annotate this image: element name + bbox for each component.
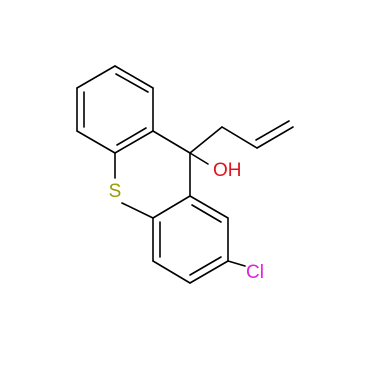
bond (76, 65, 116, 89)
bond (227, 260, 246, 267)
bond (152, 130, 191, 154)
bond (189, 126, 223, 154)
bond (189, 260, 229, 284)
bond (114, 130, 154, 154)
bond (116, 127, 147, 146)
sulfur-atom-label: S (109, 181, 122, 202)
bond (221, 126, 258, 149)
bonds (76, 65, 294, 284)
bond (115, 73, 149, 93)
bond (189, 195, 229, 219)
chlorine-atom-label: Cl (246, 262, 264, 283)
bond (121, 202, 154, 219)
bond (189, 152, 209, 165)
bond (76, 130, 116, 154)
bond (114, 65, 154, 89)
bond (189, 256, 222, 276)
bond (152, 195, 191, 219)
hydroxyl-group-label: OH (213, 160, 242, 181)
bond (255, 120, 290, 141)
bond (191, 204, 222, 223)
bond (152, 260, 191, 284)
atom-labels: S OH Cl (109, 160, 264, 283)
bond (256, 126, 294, 149)
